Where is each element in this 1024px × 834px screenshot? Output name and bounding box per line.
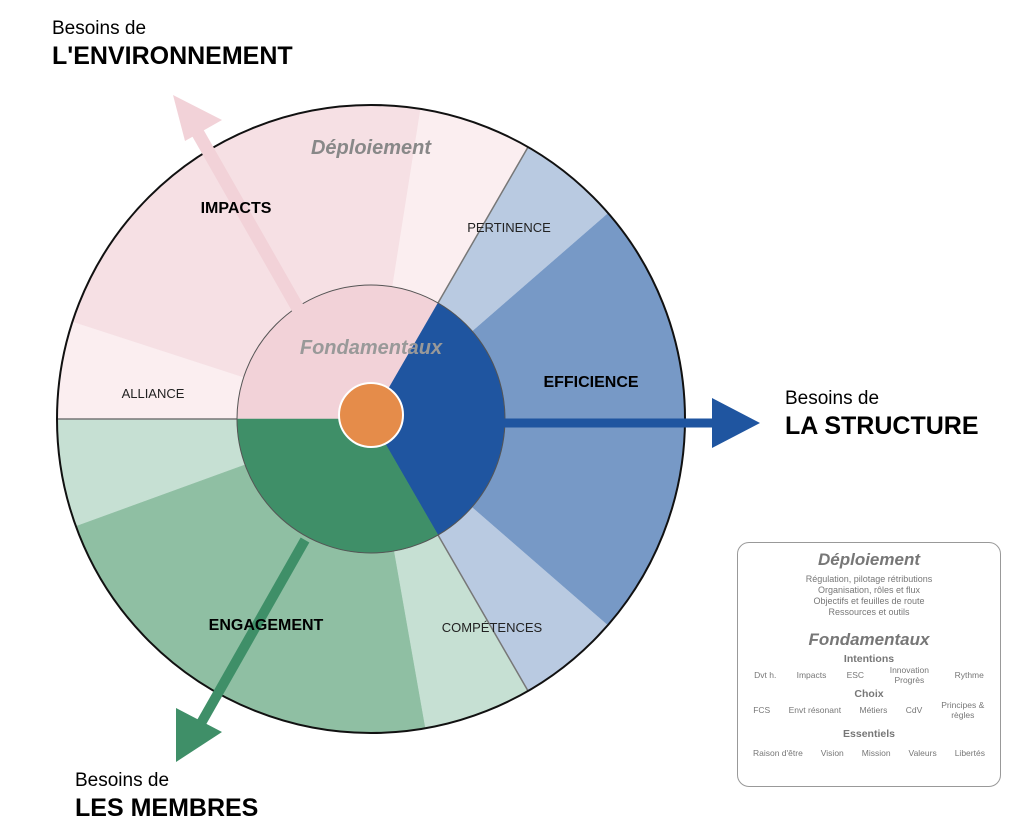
legend-deploiement-item: Ressources et outils <box>828 607 910 617</box>
need-structure-big: LA STRUCTURE <box>785 412 979 440</box>
legend-item: Impacts <box>796 670 827 680</box>
label-deploiement: Déploiement <box>311 137 432 159</box>
legend-item: Vision <box>820 748 844 758</box>
arrow-structure <box>500 398 760 448</box>
legend-item: ESC <box>846 670 865 680</box>
label-impacts: IMPACTS <box>201 200 272 217</box>
need-members: Besoins de LES MEMBRES <box>75 770 258 823</box>
need-environment: Besoins de L'ENVIRONNEMENT <box>52 18 293 71</box>
label-alliance: ALLIANCE <box>122 386 185 401</box>
need-members-big: LES MEMBRES <box>75 794 259 822</box>
arrow-members <box>176 537 310 762</box>
legend-deploiement-title: Déploiement <box>817 550 921 569</box>
label-pertinence: PERTINENCE <box>467 220 551 235</box>
legend: Déploiement Régulation, pilotage rétribu… <box>737 542 1001 787</box>
need-members-small: Besoins de <box>75 770 170 791</box>
center-core <box>338 382 404 448</box>
legend-choix-title: Choix <box>854 688 884 700</box>
legend-item: Rythme <box>954 670 984 680</box>
legend-choix-row: FCS Envt résonant Métiers CdV Principes … <box>738 700 1000 720</box>
legend-item: Valeurs <box>908 748 937 758</box>
legend-deploiement-item: Régulation, pilotage rétributions <box>805 574 933 584</box>
need-environment-big: L'ENVIRONNEMENT <box>52 42 293 70</box>
legend-item: Innovation Progrès <box>889 665 929 685</box>
legend-intentions-title: Intentions <box>843 653 895 665</box>
arrow-environment <box>173 95 306 316</box>
label-efficience: EFFICIENCE <box>543 374 638 391</box>
legend-item: CdV <box>905 705 923 715</box>
legend-item: Métiers <box>859 705 888 715</box>
legend-fondamentaux-title: Fondamentaux <box>808 630 930 649</box>
label-competences: COMPÉTENCES <box>442 620 543 635</box>
legend-essentiels-row: Raison d'être Vision Mission Valeurs Lib… <box>738 748 1000 758</box>
legend-intentions-row: Dvt h. Impacts ESC Innovation Progrès Ry… <box>738 665 1000 685</box>
legend-item: FCS <box>753 705 771 715</box>
need-structure: Besoins de LA STRUCTURE <box>785 388 979 441</box>
legend-item: Raison d'être <box>752 748 803 758</box>
legend-item: Dvt h. <box>754 670 777 680</box>
sector-divider <box>437 534 529 692</box>
legend-item: Envt résonant <box>788 705 842 715</box>
label-engagement: ENGAGEMENT <box>209 617 324 634</box>
legend-item: Principes & règles <box>941 700 985 720</box>
label-fondamentaux: Fondamentaux <box>300 337 443 359</box>
sector-divider <box>437 146 529 304</box>
legend-deploiement-item: Objectifs et feuilles de route <box>813 596 925 606</box>
legend-essentiels-title: Essentiels <box>843 728 895 740</box>
legend-item: Mission <box>861 748 891 758</box>
legend-item: Libertés <box>954 748 985 758</box>
need-environment-small: Besoins de <box>52 18 147 39</box>
legend-deploiement-item: Organisation, rôles et flux <box>817 585 921 595</box>
need-structure-small: Besoins de <box>785 388 880 409</box>
